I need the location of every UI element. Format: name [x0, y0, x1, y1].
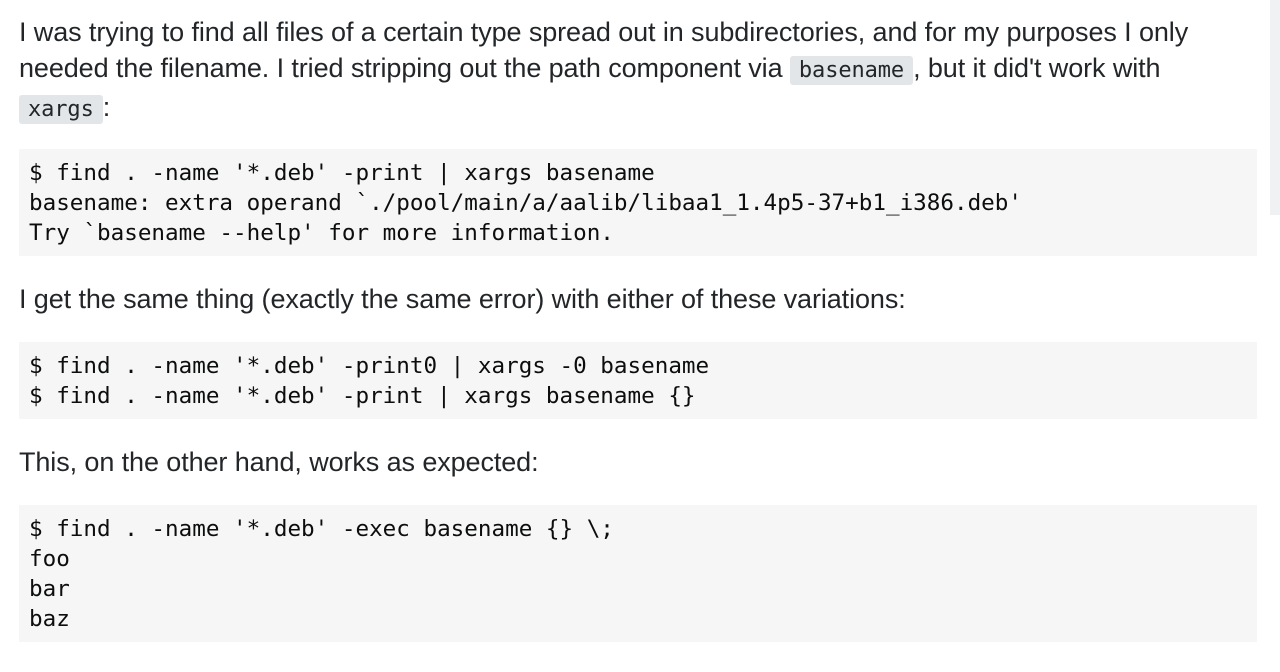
code-line: Try `basename --help' for more informati…: [29, 220, 614, 246]
inline-code-xargs: xargs: [19, 95, 103, 124]
code-line: $ find . -name '*.deb' -print | xargs ba…: [29, 383, 696, 409]
code-line: $ find . -name '*.deb' -exec basename {}…: [29, 516, 614, 542]
code-block-exec[interactable]: $ find . -name '*.deb' -exec basename {}…: [19, 505, 1257, 642]
code-line: $ find . -name '*.deb' -print0 | xargs -…: [29, 353, 710, 379]
paragraph-works: This, on the other hand, works as expect…: [19, 447, 539, 477]
paragraph-text: :: [102, 92, 111, 122]
paragraph-text: , but it did't work with: [913, 53, 1161, 83]
inline-code-basename: basename: [789, 56, 914, 85]
code-block-xargs-error[interactable]: $ find . -name '*.deb' -print | xargs ba…: [19, 149, 1257, 256]
paragraph-variations: I get the same thing (exactly the same e…: [19, 284, 906, 314]
scrollbar[interactable]: [1270, 0, 1280, 215]
code-line: $ find . -name '*.deb' -print | xargs ba…: [29, 160, 655, 186]
code-line: foo: [29, 546, 70, 572]
paragraph-text: I was trying to find all files of a cert…: [19, 17, 1189, 83]
question-body: I was trying to find all files of a cert…: [19, 14, 1257, 642]
code-line: baz: [29, 606, 70, 632]
paragraph-intro: I was trying to find all files of a cert…: [19, 14, 1257, 128]
code-line: bar: [29, 576, 70, 602]
code-line: basename: extra operand `./pool/main/a/a…: [29, 190, 1022, 216]
code-block-variations[interactable]: $ find . -name '*.deb' -print0 | xargs -…: [19, 342, 1257, 419]
